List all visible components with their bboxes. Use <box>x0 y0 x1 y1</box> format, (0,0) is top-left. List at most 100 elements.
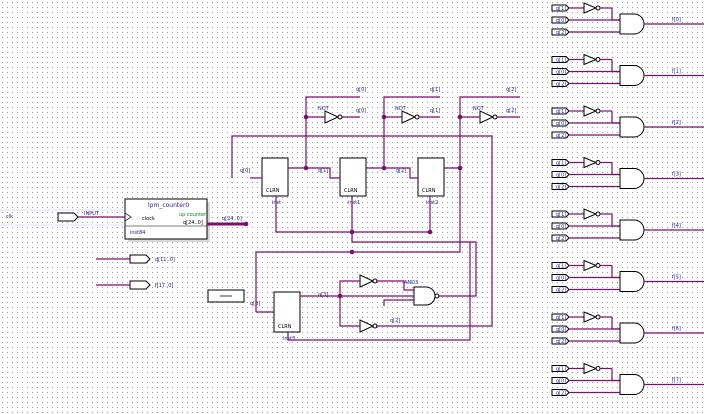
decoder-input-pin[interactable]: q[1] <box>551 56 570 64</box>
ff0-clrn: CLRN <box>266 188 280 194</box>
inverter-0[interactable]: NOT <box>318 106 343 124</box>
decoder-input-pin[interactable]: q[1] <box>551 210 570 218</box>
decoder-and-gate[interactable] <box>619 168 645 189</box>
decoder-input-pin[interactable]: q[2] <box>551 183 570 191</box>
decoder-input-pin[interactable]: q[0] <box>551 222 570 230</box>
decoder-input-pin[interactable]: q[0] <box>551 377 570 385</box>
decoder-input-pin[interactable]: q[0] <box>551 325 570 333</box>
decoder-input-pin[interactable]: q[2] <box>551 286 570 294</box>
tap-label-2: q[2] <box>506 87 516 93</box>
decoder-and-gate[interactable] <box>619 219 645 241</box>
decoder-inverter[interactable] <box>583 311 601 323</box>
decoder-input-pin[interactable]: q[0] <box>551 16 570 24</box>
decoder-inverter[interactable] <box>583 53 601 66</box>
input-pin-q-bus[interactable]: q[11..0] <box>96 254 175 264</box>
decoder-input-label: q[2] <box>556 82 566 88</box>
decoder-inverter[interactable] <box>583 105 601 117</box>
decoder-input-pin[interactable]: q[2] <box>551 131 570 139</box>
lpm-counter-block[interactable]: lpm_counter0 clock up counter q[24..0] i… <box>124 198 210 242</box>
decoder-input-label: q[2] <box>556 236 566 242</box>
decoder-row: q[1]q[0]q[2]f[0] <box>551 2 704 36</box>
decoder-input-label: q[1] <box>556 212 566 218</box>
decoder-input-pin[interactable]: q[0] <box>551 119 570 127</box>
decoder-input-label: q[2] <box>556 391 566 397</box>
and-gate-main[interactable]: AND3 <box>404 280 440 306</box>
decoder-input-pin[interactable]: q[1] <box>551 365 570 373</box>
q-bus-label: q[11..0] <box>155 257 175 263</box>
decoder-input-pin[interactable]: q[2] <box>551 389 570 397</box>
decoder-inverter[interactable] <box>583 362 601 375</box>
counter-clock-port: clock <box>142 216 155 222</box>
decoder-input-pin[interactable]: q[2] <box>551 28 570 36</box>
decoder-output-label: f[4] <box>672 223 681 229</box>
decoder-and-gate[interactable] <box>619 65 645 86</box>
svg-text:NOT: NOT <box>318 106 330 112</box>
f-bus-label: f[17..0] <box>155 283 173 289</box>
decoder-input-pin[interactable]: q[0] <box>551 274 570 282</box>
ff1-clrn: CLRN <box>344 188 358 194</box>
net-label-5: q[2] <box>390 318 400 324</box>
decoder-input-label: q[0] <box>556 379 566 385</box>
decoder-output-label: f[1] <box>672 69 681 75</box>
decoder-row: q[1] q[0] q[2] f[5] <box>551 259 704 294</box>
counter-instance: inst84 <box>130 230 146 236</box>
decoder-input-pin[interactable]: q[1] <box>551 262 570 270</box>
counter-subtitle: up counter <box>179 212 207 218</box>
input-pin-f-bus[interactable]: f[17..0] <box>96 280 173 290</box>
ff2-name: inst2 <box>426 200 438 206</box>
decoder-inverter[interactable] <box>583 2 601 14</box>
decoder-output-label: f[7] <box>672 378 681 384</box>
decoder-input-label: q[2] <box>556 185 566 191</box>
flip-flop-2[interactable]: CLRN inst2 <box>417 157 445 206</box>
decoder-inverter[interactable] <box>583 156 601 169</box>
decoder-input-label: q[1] <box>556 367 566 373</box>
tap-out-1: q[1] <box>430 108 440 114</box>
inverter-3[interactable] <box>359 274 378 288</box>
decoder-rows: q[1]q[0]q[2]f[0]q[1]q[0]q[2]f[1]q[1]q[0]… <box>551 2 704 397</box>
clk-pin-type: INPUT <box>84 211 100 217</box>
decoder-input-label: q[1] <box>556 161 566 167</box>
decoder-and-gate[interactable] <box>619 13 645 35</box>
decoder-input-label: q[2] <box>556 133 566 139</box>
inverter-2[interactable]: NOT <box>473 106 498 124</box>
decoder-output-label: f[5] <box>672 275 681 281</box>
decoder-and-gate[interactable] <box>619 116 645 138</box>
decoder-input-pin[interactable]: q[1] <box>551 159 570 167</box>
decoder-input-pin[interactable]: q[2] <box>551 80 570 88</box>
decoder-input-label: q[0] <box>556 327 566 333</box>
decoder-input-pin[interactable]: q[0] <box>551 171 570 179</box>
decoder-input-pin[interactable]: q[1] <box>551 4 570 12</box>
ff1-name: inst1 <box>348 200 360 206</box>
decoder-input-label: q[1] <box>556 264 566 270</box>
decoder-input-pin[interactable]: q[1] <box>551 107 570 115</box>
flip-flop-1[interactable]: CLRN inst1 <box>339 157 367 206</box>
flip-flop-3[interactable]: CLRN inst3 <box>273 291 301 342</box>
decoder-row: q[1] q[0] q[2] f[6] <box>551 311 704 345</box>
net-label-0: q[0] <box>240 168 250 174</box>
clk-input-pin[interactable]: clk INPUT <box>6 211 125 222</box>
decoder-and-gate[interactable] <box>619 374 645 395</box>
decoder-input-label: q[0] <box>556 173 566 179</box>
decoder-and-gate[interactable] <box>619 322 645 344</box>
decoder-inverter[interactable] <box>583 208 601 220</box>
decoder-input-pin[interactable]: q[2] <box>551 337 570 345</box>
decoder-input-label: q[2] <box>556 30 566 36</box>
ff2-clrn: CLRN <box>422 188 436 194</box>
svg-text:NOT: NOT <box>395 106 407 112</box>
junction-dots <box>243 114 463 299</box>
decoder-row: q[1] q[0] q[2] f[1] <box>551 53 704 88</box>
decoder-output-label: f[6] <box>672 326 681 332</box>
decoder-inverter[interactable] <box>583 259 601 272</box>
inverter-4[interactable] <box>359 319 378 333</box>
decoder-input-pin[interactable]: q[1] <box>551 313 570 321</box>
flip-flop-0[interactable]: CLRN inst <box>261 157 289 206</box>
net-label-1: q[1] <box>318 168 328 174</box>
decoder-and-gate[interactable] <box>619 271 645 292</box>
decoder-input-pin[interactable]: q[2] <box>551 234 570 242</box>
net-label-3: q[3] <box>250 301 260 307</box>
decoder-input-pin[interactable]: q[0] <box>551 68 570 76</box>
decoder-output-label: f[2] <box>672 120 681 126</box>
inverter-1[interactable]: NOT <box>395 106 420 124</box>
decoder-input-label: q[1] <box>556 109 566 115</box>
